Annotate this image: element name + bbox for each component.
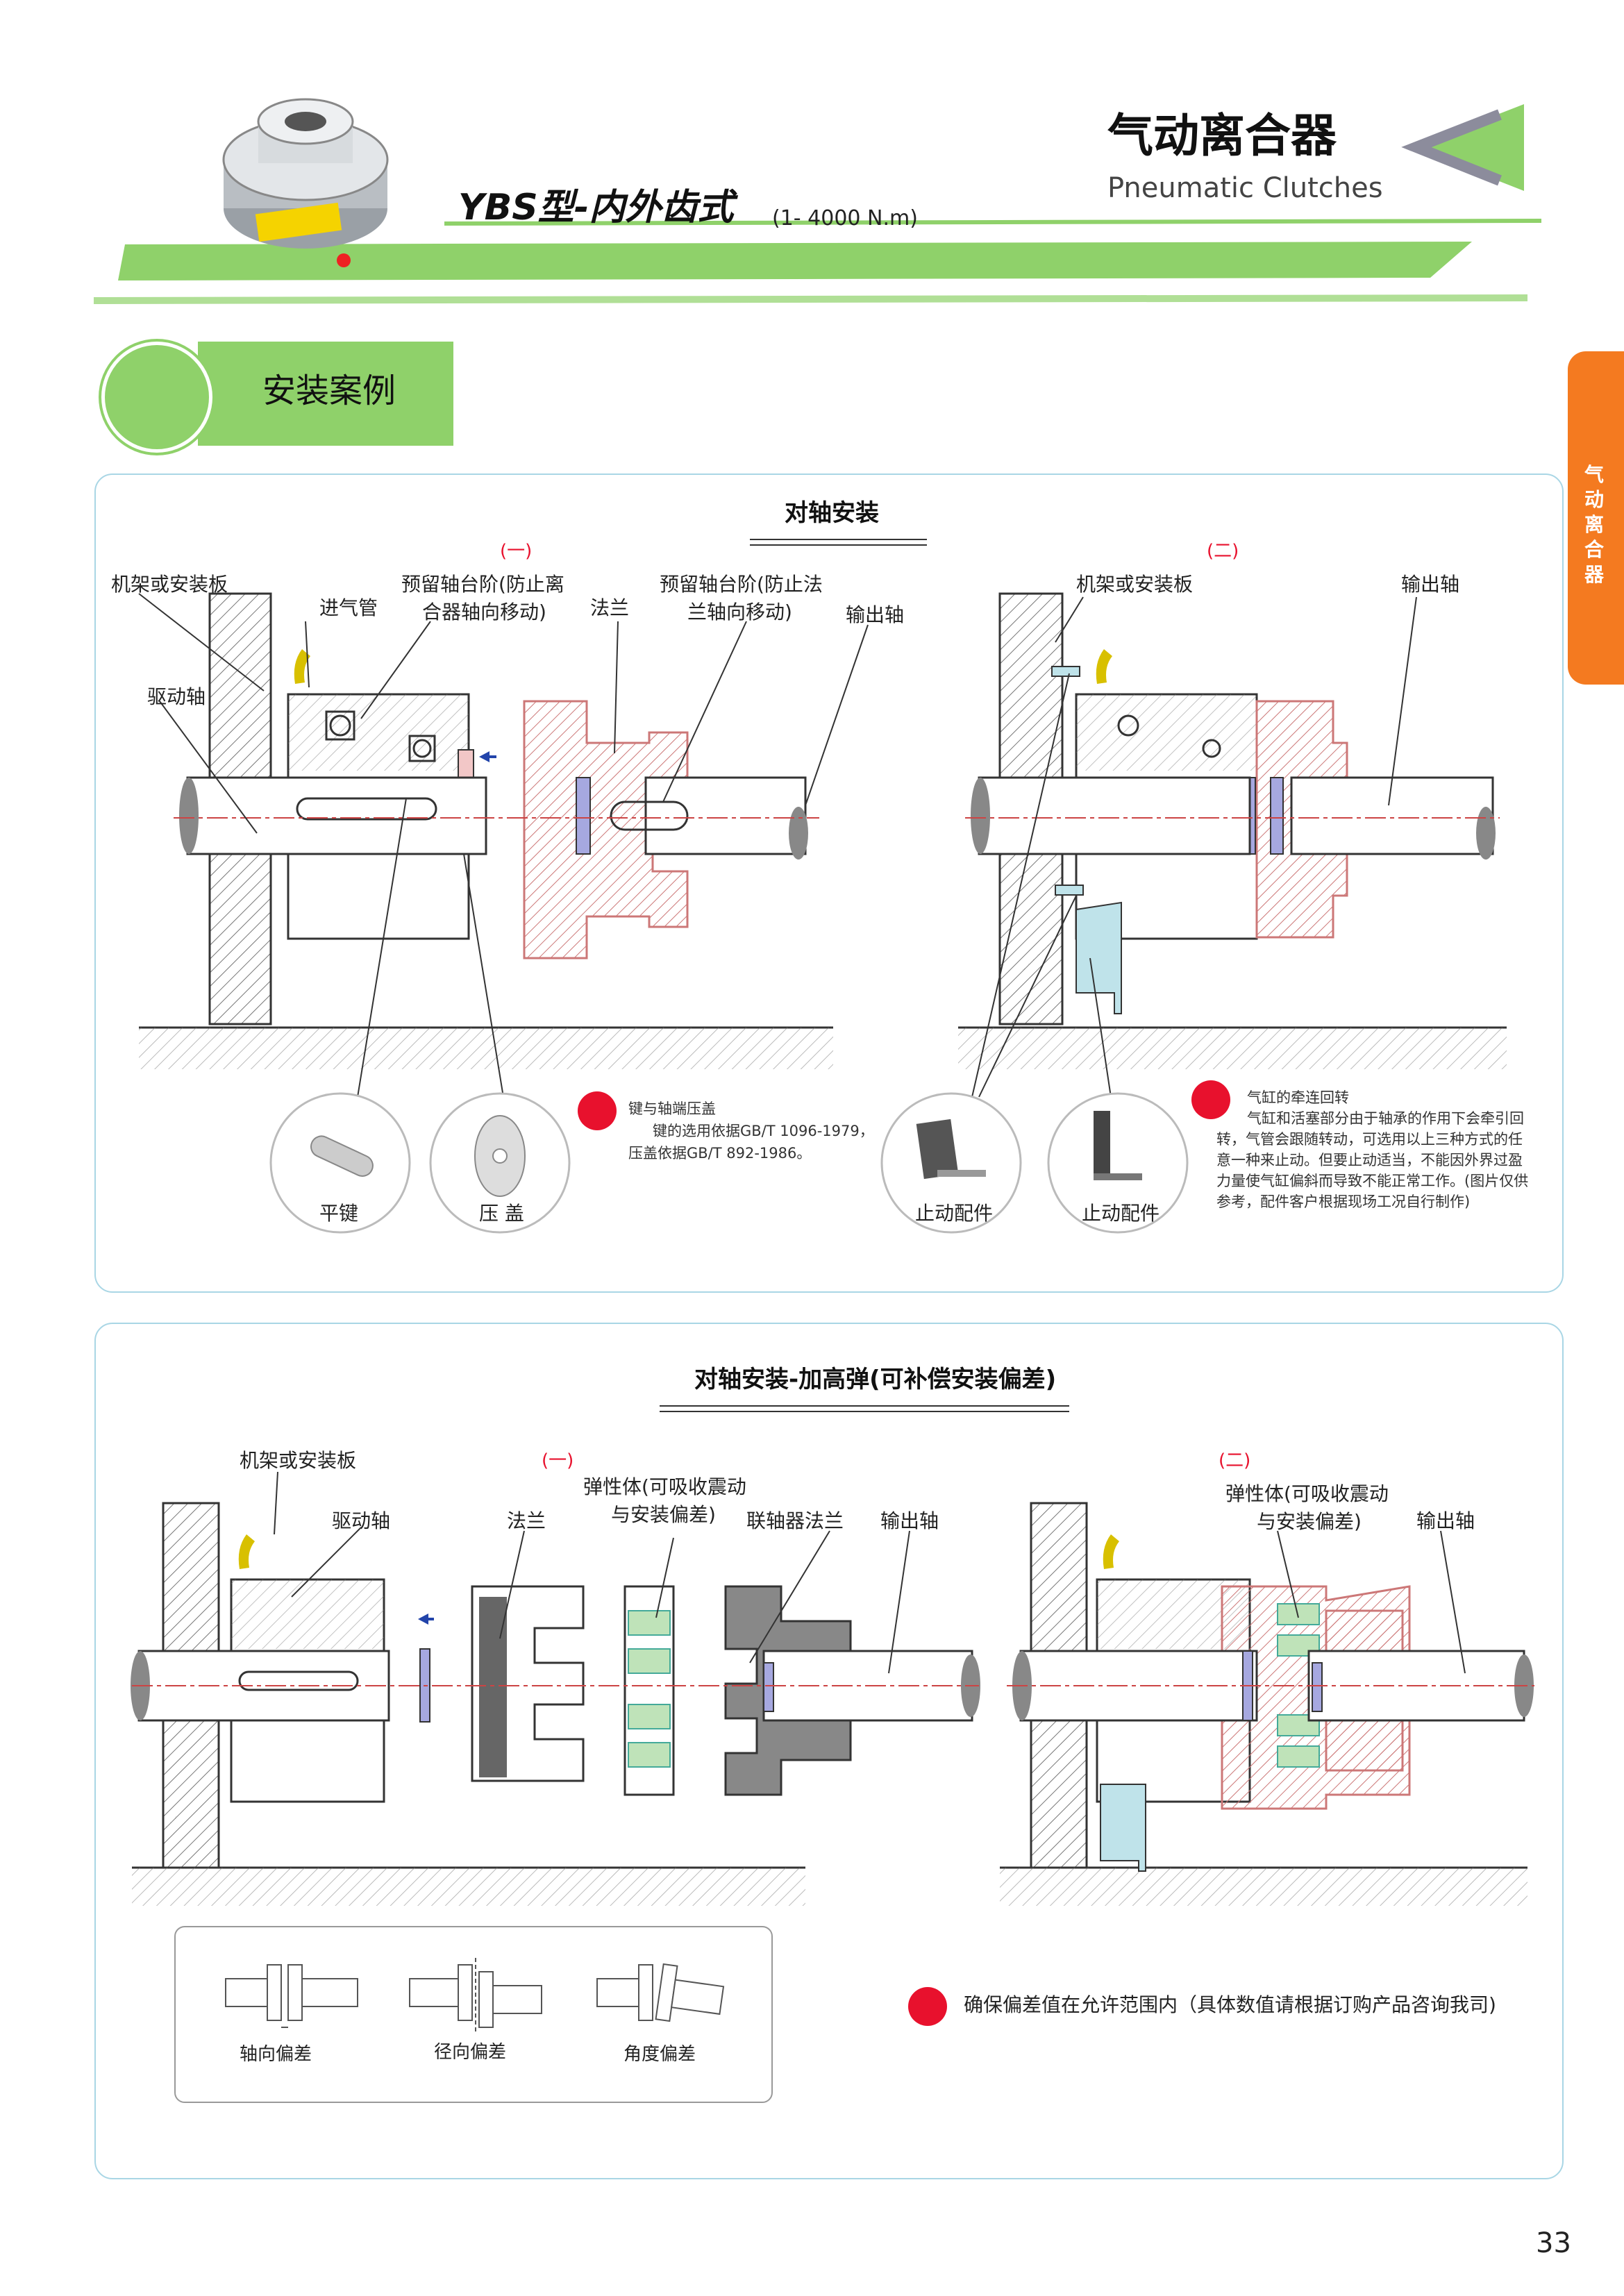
deviation-angular-label: 角度偏差 xyxy=(623,2044,696,2065)
p2-right-label-elastic-a: 弹性体(可吸收震动 xyxy=(1225,1482,1389,1505)
p2-label-frame: 机架或安装板 xyxy=(240,1449,357,1472)
p1-label-shoulder-b: 合器轴向移动) xyxy=(422,601,546,623)
p1-right-note-line-3: 意一种来止动。但要止动适当，不能因外界过盈 xyxy=(1216,1152,1523,1168)
p1-left-note-line-1: 键的选用依据GB/T 1096-1979， xyxy=(653,1123,874,1139)
p1-right-note-line-5: 参考，配件客户根据现场工况自行制作) xyxy=(1216,1193,1471,1210)
clutch-product-image xyxy=(222,98,389,267)
part-stop-fitting-2-label: 止动配件 xyxy=(1082,1202,1160,1225)
header-title-cn: 气动离合器 xyxy=(1107,109,1337,162)
p1-label-drive-shaft: 驱动轴 xyxy=(147,685,206,708)
part-cover-label: 压 盖 xyxy=(479,1202,524,1225)
note-bullet-icon xyxy=(908,1987,947,2026)
p2-left-marker: (一) xyxy=(542,1450,574,1471)
header-graphics xyxy=(94,98,1542,304)
p2-label-output-shaft: 输出轴 xyxy=(880,1509,939,1532)
torque-range: (1- 4000 N.m) xyxy=(772,206,918,231)
deviation-radial-label: 径向偏差 xyxy=(434,2042,507,2063)
diagram-right-1 xyxy=(958,592,1507,1098)
p2-note: 确保偏差值在允许范围内（具体数值请根据订购产品咨询我司) xyxy=(964,1993,1496,2016)
panel2-title: 对轴安装-加高弹(可补偿安装偏差) xyxy=(694,1366,1057,1393)
p2-label-coupling-flange: 联轴器法兰 xyxy=(746,1509,844,1532)
part-flat-key-label: 平键 xyxy=(319,1202,359,1225)
header-arrow-icon xyxy=(1413,104,1524,191)
p2-label-elastic-b: 与安装偏差) xyxy=(611,1503,716,1526)
p1-label-flange: 法兰 xyxy=(590,596,630,619)
model-title: YBS型-内外齿式 xyxy=(458,187,734,228)
p1-right-marker: (二) xyxy=(1207,541,1239,562)
header-title-en: Pneumatic Clutches xyxy=(1107,172,1383,204)
p1-right-note-line-1: 气缸和活塞部分由于轴承的作用下会牵引回 xyxy=(1247,1110,1524,1127)
p1-label-flange-shoulder-a: 预留轴台阶(防止法 xyxy=(660,573,823,596)
p1-right-label-frame: 机架或安装板 xyxy=(1076,573,1194,596)
section-title: 安装案例 xyxy=(262,371,396,410)
p1-left-marker: (一) xyxy=(500,541,533,562)
p1-right-note-line-4: 力量使气缸偏斜而导致不能正常工作。(图片仅供 xyxy=(1216,1173,1529,1189)
deviation-axial-label: 轴向偏差 xyxy=(240,2044,312,2065)
section-header-bar xyxy=(198,342,453,446)
p2-label-drive-shaft: 驱动轴 xyxy=(332,1509,391,1532)
p1-label-output-shaft: 输出轴 xyxy=(846,603,905,626)
p2-right-label-elastic-b: 与安装偏差) xyxy=(1257,1510,1362,1533)
note-bullet-icon xyxy=(578,1091,617,1130)
panel1-title: 对轴安装 xyxy=(785,499,879,527)
side-tab-label: 气动离合器 xyxy=(1584,463,1605,586)
p2-label-flange: 法兰 xyxy=(507,1509,546,1532)
part-stop-fitting-1-label: 止动配件 xyxy=(915,1202,994,1225)
p1-label-air-pipe: 进气管 xyxy=(319,596,378,619)
p1-right-label-output-shaft: 输出轴 xyxy=(1401,573,1460,596)
note-bullet-icon xyxy=(1191,1080,1230,1119)
side-tab[interactable]: 气动离合器 xyxy=(1568,351,1624,685)
page-number: 33 xyxy=(1536,2227,1571,2259)
p1-left-note-title: 键与轴端压盖 xyxy=(628,1100,716,1117)
panel1-drawings xyxy=(138,539,1507,1234)
section-header-circle xyxy=(101,342,212,453)
p1-left-note-line-2: 压盖依据GB/T 892-1986。 xyxy=(628,1145,812,1162)
p1-label-flange-shoulder-b: 兰轴向移动) xyxy=(687,601,792,623)
p1-label-frame: 机架或安装板 xyxy=(111,573,228,596)
part-stop-fitting-2-image xyxy=(1047,1092,1189,1234)
p2-right-marker: (二) xyxy=(1219,1450,1251,1471)
p2-right-label-output-shaft: 输出轴 xyxy=(1416,1509,1475,1532)
p1-right-note-title: 气缸的牵连回转 xyxy=(1247,1089,1349,1106)
diagram-left-1 xyxy=(138,592,869,1098)
p1-label-shoulder-a: 预留轴台阶(防止离 xyxy=(401,573,564,596)
p1-right-note-line-2: 转，气管会跟随转动，可选用以上三种方式的任 xyxy=(1216,1131,1523,1148)
p2-label-elastic-a: 弹性体(可吸收震动 xyxy=(583,1475,746,1498)
